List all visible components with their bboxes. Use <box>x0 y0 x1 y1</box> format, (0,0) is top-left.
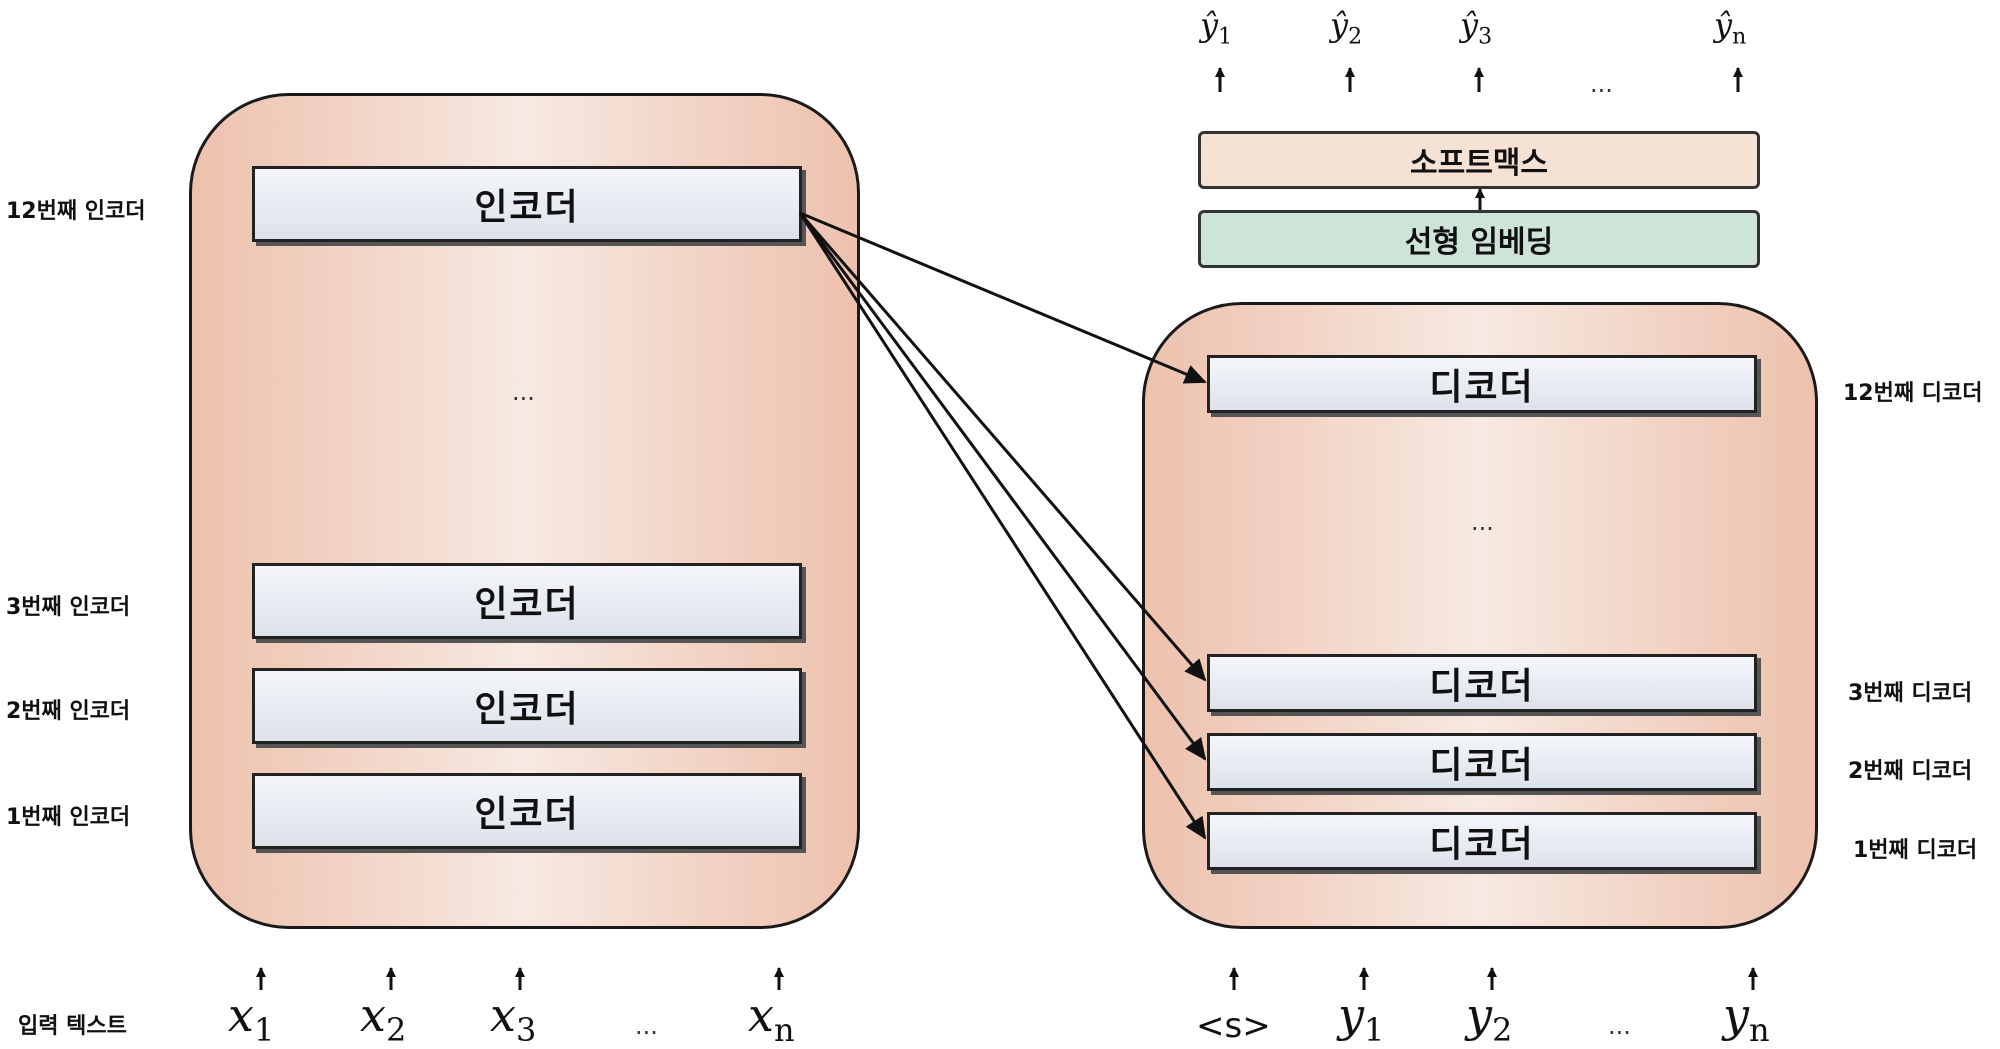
decoder-input-y1: y1 <box>1338 988 1385 1049</box>
encoder-to-decoder2-arrow <box>798 212 1207 761</box>
encoder-label-3: 3번째 인코더 <box>6 595 131 620</box>
output-ellipsis: ... <box>1590 70 1613 98</box>
input-token-x3: x3 <box>490 988 537 1049</box>
decoder-label-3: 3번째 디코더 <box>1848 681 1973 706</box>
encoder-block-12: 인코더 <box>252 166 802 242</box>
input-text-label: 입력 텍스트 <box>18 1014 127 1039</box>
encoder-to-decoder3-arrow <box>798 212 1207 682</box>
input-token-x2: x2 <box>360 988 407 1049</box>
input-ellipsis: ... <box>635 1012 658 1040</box>
encoder-block-2: 인코더 <box>252 668 802 744</box>
output-token-y1: ŷ1 <box>1200 6 1233 50</box>
decoder-block-2: 디코더 <box>1207 733 1757 791</box>
decoder-input-y2: y2 <box>1466 988 1513 1049</box>
decoder-label-1: 1번째 디코더 <box>1853 838 1978 863</box>
decoder-label-2: 2번째 디코더 <box>1848 759 1973 784</box>
decoder-block-12: 디코더 <box>1207 355 1757 413</box>
decoder-block-1: 디코더 <box>1207 812 1757 870</box>
output-token-y3: ŷ3 <box>1460 6 1493 50</box>
encoder-ellipsis: ... <box>512 378 535 406</box>
encoder-label-2: 2번째 인코더 <box>6 699 131 724</box>
decoder-input-ellipsis: ... <box>1608 1012 1631 1040</box>
decoder-block-3: 디코더 <box>1207 654 1757 712</box>
decoder-ellipsis: ... <box>1471 508 1494 536</box>
encoder-to-decoder1-arrow <box>798 212 1207 840</box>
encoder-to-decoder12-arrow <box>799 211 1207 384</box>
output-token-yn: ŷn <box>1714 6 1747 50</box>
output-token-y2: ŷ2 <box>1330 6 1363 50</box>
linear-embedding-box: 선형 임베딩 <box>1198 210 1760 268</box>
softmax-box: 소프트맥스 <box>1198 131 1760 189</box>
input-token-xn: xn <box>748 988 795 1049</box>
decoder-start-token: <s> <box>1196 1006 1271 1046</box>
decoder-input-yn: yn <box>1723 988 1770 1049</box>
encoder-block-3: 인코더 <box>252 563 802 639</box>
encoder-label-1: 1번째 인코더 <box>6 805 131 830</box>
encoder-block-1: 인코더 <box>252 773 802 849</box>
decoder-label-12: 12번째 디코더 <box>1843 381 1983 406</box>
encoder-label-12: 12번째 인코더 <box>6 199 146 224</box>
input-token-x1: x1 <box>228 988 275 1049</box>
